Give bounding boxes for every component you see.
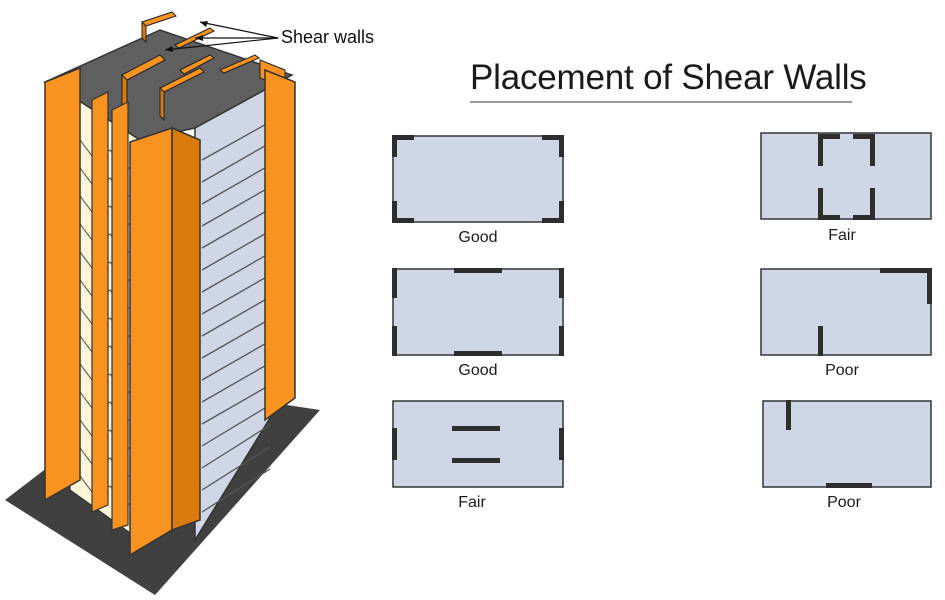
floor-plan-fair-2 [392, 400, 564, 488]
floor-plan-good-1 [392, 135, 564, 223]
floor-plan-poor-2 [762, 400, 932, 488]
plan-label-2: Fair [828, 227, 856, 244]
callout-arrowheads [165, 21, 208, 52]
left-shear-wall [44, 66, 81, 502]
right-shear-wall [264, 68, 296, 422]
figure-title: Placement of Shear Walls [470, 58, 867, 97]
floor-plan-poor-1 [760, 268, 932, 356]
plan-label-4: Poor [825, 362, 859, 379]
building-illustration [5, 11, 320, 595]
inner-shear-wall-1 [91, 91, 109, 513]
facade-floor-lines [201, 121, 271, 513]
plan-label-3: Good [458, 362, 498, 379]
title-underline [470, 101, 852, 103]
plan-label-1: Good [458, 229, 498, 246]
plan-label-6: Poor [827, 494, 861, 511]
inner-shear-wall-2 [111, 101, 129, 531]
floor-plan-fair-1 [760, 132, 932, 220]
front-corner-shear-wall [129, 126, 173, 557]
floor-plan-good-2 [392, 268, 564, 356]
plan-label-5: Fair [458, 494, 486, 511]
front-corner-shear-wall-side [171, 126, 201, 532]
shear-walls-callout: Shear walls [281, 27, 375, 47]
callout-pointer-lines [164, 21, 279, 51]
